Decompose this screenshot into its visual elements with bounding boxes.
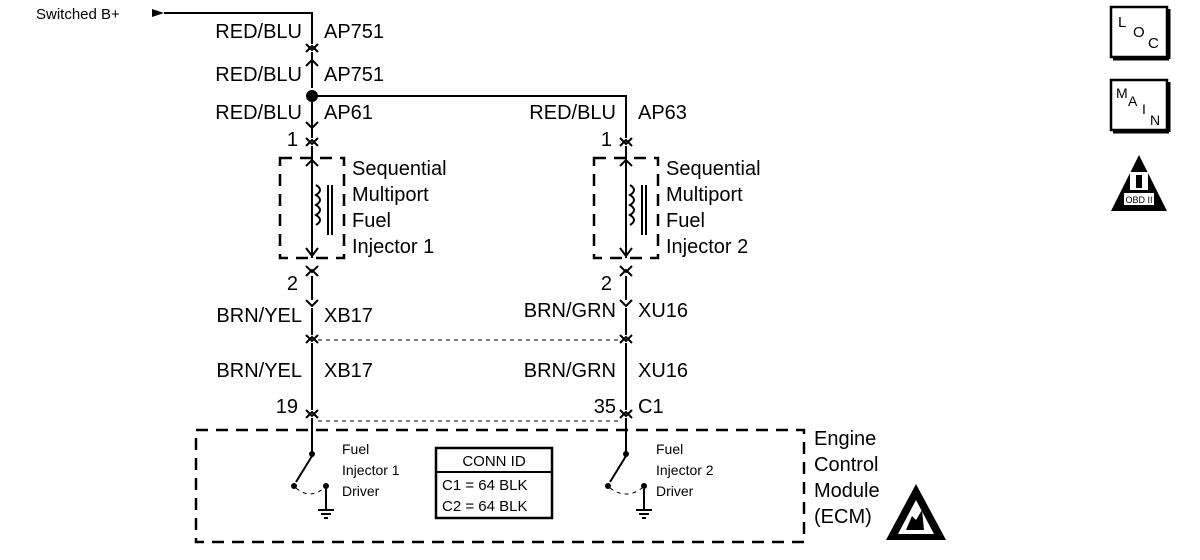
- loc-letter-l: L: [1118, 14, 1126, 31]
- pin-ecm-connector: C1: [638, 396, 664, 418]
- wire-right-lower2-color: BRN/GRN: [524, 360, 616, 382]
- pin-inj1-top: 1: [287, 129, 298, 151]
- wire-left-upper-color: RED/BLU: [215, 102, 302, 124]
- wire-top1-circuit: AP751: [324, 21, 384, 43]
- conn-id-table: CONN ID C1 = 64 BLK C2 = 64 BLK: [434, 446, 554, 520]
- pin-ecm-right: 35: [594, 396, 616, 418]
- driver-2-line-2: Driver: [656, 483, 694, 499]
- wire-right-lower1-color: BRN/GRN: [524, 300, 616, 322]
- pin-inj1-bottom: 2: [287, 273, 298, 295]
- wire-left-lower2-circuit: XB17: [324, 360, 373, 382]
- injector-2-coil-icon: [628, 184, 635, 226]
- ecm-line-0: Engine: [814, 428, 876, 450]
- injector-1-coil-icon: [314, 184, 321, 226]
- driver-1-line-1: Injector 1: [342, 462, 400, 478]
- wire-left-upper-circuit: AP61: [324, 102, 373, 124]
- main-letter-a: A: [1128, 93, 1138, 109]
- main-nav-button[interactable]: M A I N: [1109, 78, 1171, 134]
- injector-2: Sequential Multiport Fuel Injector 2: [592, 156, 761, 260]
- wire-right-upper-color: RED/BLU: [529, 102, 616, 124]
- obd-label: OBD II: [1125, 195, 1152, 205]
- driver-1-switch: Fuel Injector 1 Driver: [291, 428, 400, 519]
- wire-top2-color: RED/BLU: [215, 64, 302, 86]
- ecm-module: Engine Control Module (ECM) Fuel Injecto…: [194, 428, 946, 544]
- branch-wire: [312, 95, 627, 138]
- driver-2-line-0: Fuel: [656, 441, 683, 457]
- loc-letter-o: O: [1133, 24, 1145, 41]
- esd-warning-icon: [886, 484, 946, 540]
- conn-id-row-1: C2 = 64 BLK: [442, 498, 527, 515]
- wire-right-upper-circuit: AP63: [638, 102, 687, 124]
- injector-2-line-2: Fuel: [666, 210, 705, 232]
- power-feed: Switched B+: [36, 6, 313, 44]
- wire-left-lower1-circuit: XB17: [324, 305, 373, 327]
- main-letter-n: N: [1150, 112, 1160, 128]
- injector-2-line-0: Sequential: [666, 158, 761, 180]
- pin-inj2-top: 1: [601, 129, 612, 151]
- ecm-box: [194, 428, 806, 544]
- power-arrow-icon: [152, 9, 164, 17]
- ecm-line-1: Control: [814, 454, 878, 476]
- driver-1-line-0: Fuel: [342, 441, 369, 457]
- ecm-line-3: (ECM): [814, 506, 872, 528]
- power-wire: [164, 12, 313, 44]
- loc-letter-c: C: [1148, 35, 1159, 52]
- injector-1-line-0: Sequential: [352, 158, 447, 180]
- injector-1-line-1: Multiport: [352, 184, 429, 206]
- injector-1-line-3: Injector 1: [352, 236, 434, 258]
- wire-top2-circuit: AP751: [324, 64, 384, 86]
- main-letter-i: I: [1142, 101, 1146, 117]
- conn-id-title: CONN ID: [462, 453, 526, 470]
- power-label: Switched B+: [36, 6, 120, 23]
- conn-id-row-0: C1 = 64 BLK: [442, 477, 527, 494]
- injector-1-line-2: Fuel: [352, 210, 391, 232]
- driver-2-switch: Fuel Injector 2 Driver: [605, 428, 714, 519]
- wire-left-lower1-color: BRN/YEL: [216, 305, 302, 327]
- injector-2-line-1: Multiport: [666, 184, 743, 206]
- wire-right-lower1-circuit: XU16: [638, 300, 688, 322]
- pin-inj2-bottom: 2: [601, 273, 612, 295]
- wire-left-lower2-color: BRN/YEL: [216, 360, 302, 382]
- ecm-line-2: Module: [814, 480, 880, 502]
- left-connectors: [305, 43, 319, 419]
- wire-top1-color: RED/BLU: [215, 21, 302, 43]
- injector-2-line-3: Injector 2: [666, 236, 748, 258]
- obd-ii-nav-button[interactable]: OBD II: [1111, 155, 1167, 211]
- driver-1-line-2: Driver: [342, 483, 380, 499]
- right-connectors: [619, 137, 633, 419]
- pin-ecm-left: 19: [276, 396, 298, 418]
- driver-2-line-1: Injector 2: [656, 462, 714, 478]
- main-letter-m: M: [1116, 85, 1128, 101]
- loc-nav-button[interactable]: L O C: [1109, 5, 1171, 61]
- wire-right-lower2-circuit: XU16: [638, 360, 688, 382]
- injector-1: Sequential Multiport Fuel Injector 1: [278, 156, 447, 260]
